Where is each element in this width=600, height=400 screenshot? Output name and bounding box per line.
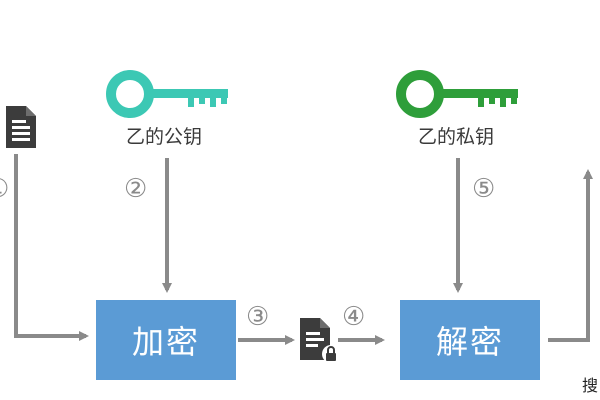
arrow-plaintext-to-encrypt bbox=[14, 154, 89, 341]
corner-partial-text: 搜 bbox=[582, 376, 599, 395]
private-key-label: 乙的私钥 bbox=[418, 126, 495, 148]
step-1-label: ① bbox=[0, 176, 9, 202]
public-key-label: 乙的公钥 bbox=[126, 126, 203, 148]
document-icon bbox=[6, 106, 36, 148]
step-4-label: ④ bbox=[342, 302, 366, 332]
arrow-decrypt-output bbox=[548, 169, 593, 342]
decrypt-box: 解密 bbox=[400, 300, 540, 380]
step-5-label: ⑤ bbox=[472, 174, 496, 204]
private-key-icon bbox=[396, 70, 518, 118]
locked-document-icon bbox=[300, 318, 340, 363]
step-3-label: ③ bbox=[246, 302, 270, 332]
public-key-icon bbox=[106, 70, 228, 118]
encrypt-box: 加密 bbox=[96, 300, 236, 380]
step-2-label: ② bbox=[124, 174, 148, 204]
